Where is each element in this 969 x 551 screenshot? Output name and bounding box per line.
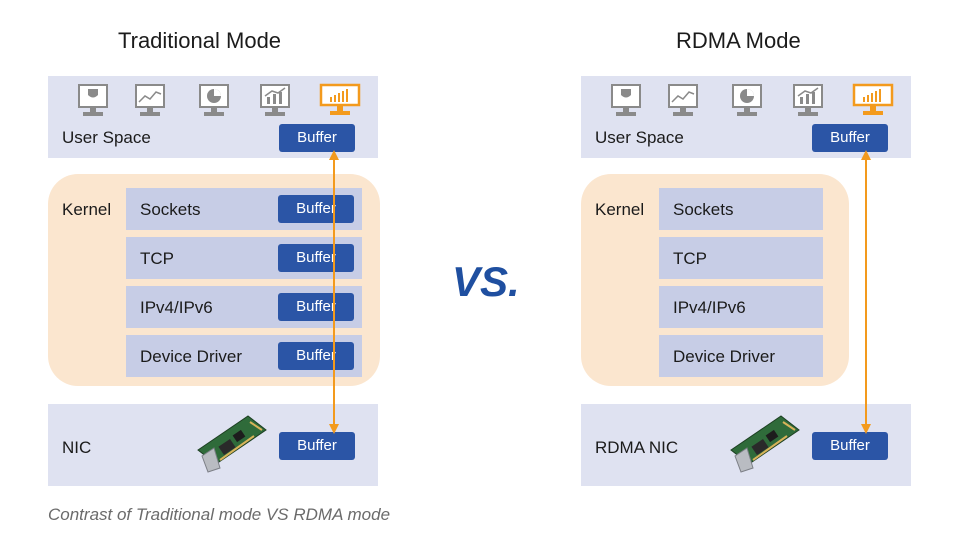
bar-chart-icon [793,84,823,118]
layer-device-driver: Device Driver [659,335,823,377]
pie-chart-icon [199,84,229,118]
highlighted-bar-chart-icon [852,83,894,118]
kernel-label: Kernel [62,200,112,219]
layer-sockets: Sockets Buffer [126,188,362,230]
nic-buffer: Buffer [279,432,355,460]
monitor-icon [611,84,641,118]
layer-label: IPv4/IPv6 [673,298,746,317]
vs-label: VS. [452,258,520,305]
layer-buffer: Buffer [278,195,354,223]
rdma-mode-title: RDMA Mode [676,28,801,53]
layer-buffer: Buffer [278,342,354,370]
layer-label: Sockets [140,200,201,219]
rdma-nic-label: RDMA NIC [595,438,679,457]
kernel-label: Kernel [595,200,645,219]
line-chart-icon [135,84,165,118]
layer-label: TCP [140,249,174,268]
layer-label: Sockets [673,200,734,219]
pie-chart-icon [732,84,762,118]
layer-device-driver: Device Driver Buffer [126,335,362,377]
monitor-icon [78,84,108,118]
layer-ip: IPv4/IPv6 [659,286,823,328]
layer-label: IPv4/IPv6 [140,298,213,317]
line-chart-icon [668,84,698,118]
user-buffer: Buffer [812,124,888,152]
user-space-label: User Space [62,128,151,147]
nic-label: NIC [62,438,92,457]
layer-sockets: Sockets [659,188,823,230]
network-card-icon [723,412,803,474]
layer-label: TCP [673,249,707,268]
bar-chart-icon [260,84,290,118]
layer-label: Device Driver [673,347,776,366]
layer-tcp: TCP [659,237,823,279]
network-card-icon [190,412,270,474]
rdma-nic-buffer: Buffer [812,432,888,460]
highlighted-bar-chart-icon [319,83,361,118]
layer-buffer: Buffer [278,293,354,321]
user-space-label: User Space [595,128,684,147]
layer-buffer: Buffer [278,244,354,272]
layer-tcp: TCP Buffer [126,237,362,279]
traditional-mode-title: Traditional Mode [118,28,282,53]
layer-ip: IPv4/IPv6 Buffer [126,286,362,328]
user-buffer: Buffer [279,124,355,152]
layer-label: Device Driver [140,347,243,366]
figure-caption: Contrast of Traditional mode VS RDMA mod… [48,505,391,524]
